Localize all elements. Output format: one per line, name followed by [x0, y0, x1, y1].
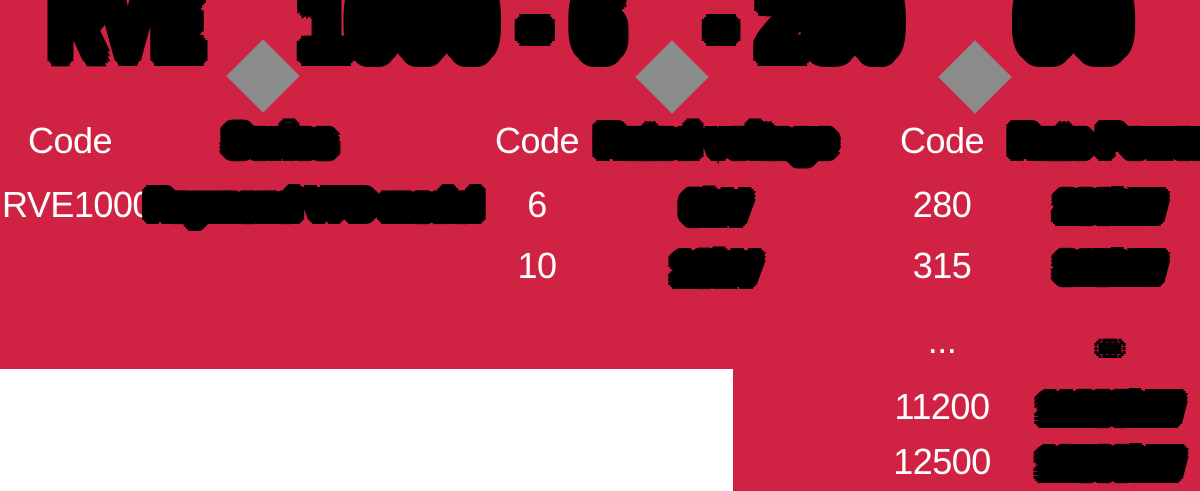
- code-value: 10: [517, 245, 557, 286]
- code-column-header: Code: [494, 120, 580, 161]
- spec-header-blob: Series: [222, 119, 338, 163]
- spec-value-blob: 12500kW: [1035, 443, 1184, 484]
- spec-header-blob: Rate Power: [1008, 119, 1200, 163]
- spec-value-blob: 11200kW: [1036, 388, 1183, 429]
- code-value: RVE1000: [2, 184, 152, 225]
- spec-value-blob: 315kW: [1054, 247, 1167, 288]
- spec-header-blob: Rated voltage: [594, 119, 838, 163]
- spec-value-blob: Raymond VFD model: [144, 184, 484, 225]
- code-value: 315: [912, 245, 972, 286]
- spec-value-blob: ...: [1097, 328, 1123, 358]
- code-value: 11200: [894, 386, 990, 427]
- spec-value-blob: 10kV: [670, 247, 762, 291]
- title-segment-blob: 1000 - 6: [296, 0, 628, 78]
- code-column-header: Code: [899, 120, 985, 161]
- code-value: 6: [527, 184, 547, 225]
- title-segment-blob: RVE: [46, 0, 206, 78]
- title-segment-blob: - 280: [703, 0, 905, 78]
- code-value: 12500: [893, 441, 991, 482]
- red-banner-right-extension: [733, 369, 1200, 491]
- title-segment-blob: 00: [1013, 0, 1134, 78]
- code-value: ...: [927, 320, 957, 361]
- spec-value-blob: 280kW: [1054, 186, 1167, 227]
- spec-value-blob: 6kV: [680, 186, 752, 230]
- red-banner: [0, 0, 1200, 369]
- code-value: 280: [912, 184, 972, 225]
- code-column-header: Code: [28, 120, 113, 161]
